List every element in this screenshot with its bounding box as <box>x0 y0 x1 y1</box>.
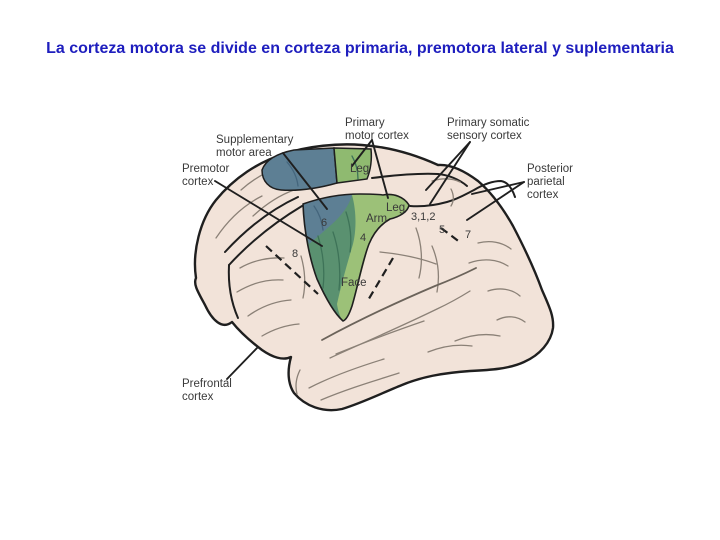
sulcus-line <box>300 255 306 299</box>
sulcus-line <box>345 211 352 253</box>
leader-posterior-b <box>466 181 525 221</box>
sulcus-line <box>496 316 526 323</box>
sulcus-line <box>468 259 509 267</box>
region-supplementary-motor-medial <box>261 147 338 191</box>
patch-sulci <box>313 205 352 291</box>
area-numbers: 6 8 4 3,1,2 5 7 <box>292 211 471 260</box>
leader-somatic-a <box>425 141 471 191</box>
region-primary-motor-strip <box>337 194 409 321</box>
sulcus-line <box>313 205 324 231</box>
sulcus-line <box>431 245 439 293</box>
lateral-fissure <box>321 267 477 341</box>
leader-somatic-b <box>429 141 471 205</box>
sulcus-line <box>247 299 292 317</box>
sulcus-line <box>332 231 341 291</box>
leader-primary-motor-a <box>351 139 373 167</box>
label-leg-medial: Leg <box>350 163 369 175</box>
area-number-5: 5 <box>439 224 445 236</box>
region-lateral-patch-outline <box>302 193 410 322</box>
sulcus-line <box>236 279 284 293</box>
sulcus-line <box>379 251 437 265</box>
leader-primary-motor-b <box>371 139 389 199</box>
sulcus-line <box>320 372 400 401</box>
sulcus-line <box>261 323 300 337</box>
area-number-4: 4 <box>360 232 366 244</box>
sulcus-line <box>477 241 512 250</box>
label-posterior-parietal-cortex: parietal <box>527 176 565 188</box>
leader-lines <box>214 139 525 380</box>
brain-silhouette <box>193 143 555 412</box>
sulcus-line <box>450 188 454 207</box>
label-premotor-cortex: Premotor <box>182 163 229 175</box>
medial-brain-lower-edge <box>224 196 299 253</box>
sulcus-line <box>295 369 301 395</box>
sulcus-line <box>252 189 295 217</box>
annotation-labels: Supplementary motor area Premotor cortex… <box>182 117 573 403</box>
label-prefrontal-cortex: Prefrontal <box>182 378 232 390</box>
label-primary-somatic-sensory-cortex: sensory cortex <box>447 130 522 142</box>
sulcus-line <box>351 155 359 180</box>
label-leg-lateral: Leg <box>386 202 405 214</box>
sulcus-line <box>286 161 299 187</box>
dashed-sulcus-frontal <box>265 245 319 295</box>
area-number-312: 3,1,2 <box>411 211 435 223</box>
sulcus-line <box>308 358 385 389</box>
label-posterior-parietal-cortex: cortex <box>527 189 559 201</box>
sulcus-line <box>317 235 325 289</box>
label-supplementary-motor-area: Supplementary <box>216 134 294 146</box>
lateral-brain-top-edge <box>409 179 516 208</box>
label-prefrontal-cortex: cortex <box>182 391 214 403</box>
leader-supplementary <box>282 152 328 210</box>
dashed-lines <box>265 227 462 303</box>
label-arm: Arm <box>366 213 387 225</box>
sulcus-line <box>427 344 473 353</box>
label-primary-somatic-sensory-cortex: Primary somatic <box>447 117 530 129</box>
sulcus-line <box>415 227 423 279</box>
sulcus-line <box>335 320 425 355</box>
slide-title: La corteza motora se divide en corteza p… <box>46 40 674 57</box>
leader-prefrontal <box>226 347 258 380</box>
area-number-6: 6 <box>321 217 327 229</box>
area-number-8: 8 <box>292 248 298 260</box>
label-primary-motor-cortex: motor cortex <box>345 130 409 142</box>
dashed-sulcus-intraparietal <box>440 227 462 244</box>
label-premotor-cortex: cortex <box>182 176 214 188</box>
region-labels: Leg Leg Arm Face <box>341 163 405 289</box>
sulcus-line <box>215 195 263 239</box>
leader-posterior-a <box>471 181 525 195</box>
label-supplementary-motor-area: motor area <box>216 147 272 159</box>
label-primary-motor-cortex: Primary <box>345 117 385 129</box>
sulcus-line <box>454 334 501 342</box>
dashed-sulcus-central <box>366 257 394 303</box>
label-posterior-parietal-cortex: Posterior <box>527 163 573 175</box>
lateral-brain-frontal-edge <box>227 264 239 319</box>
area-number-7: 7 <box>465 229 471 241</box>
label-face: Face <box>341 277 367 289</box>
leader-premotor <box>214 180 323 247</box>
medial-brain-lower-edge <box>371 172 468 187</box>
lateral-brain-top-edge <box>228 205 303 266</box>
brain-inner-edges <box>224 172 516 319</box>
sulcus-line <box>329 290 471 359</box>
sulcus-line <box>487 288 521 297</box>
